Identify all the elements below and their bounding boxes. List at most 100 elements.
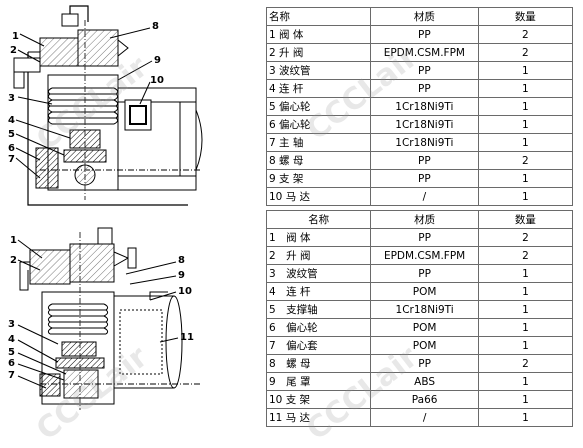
table-header-cell: 数量 (477, 7, 574, 26)
top-pump-drawing (13, 5, 203, 206)
callout-bottom-10: 10 (178, 286, 192, 297)
callout-top-7: 7 (8, 154, 15, 165)
material-cell: EPDM.CSM.FPM (370, 246, 479, 265)
material-cell: PP (370, 61, 479, 80)
material-cell: PP (370, 264, 479, 283)
callout-bottom-6: 6 (8, 358, 15, 369)
quantity-cell: 2 (477, 246, 574, 265)
table-row: 10 马 达/1 (265, 187, 574, 206)
quantity-cell: 1 (477, 372, 574, 391)
quantity-cell: 1 (477, 169, 574, 188)
quantity-cell: 1 (477, 61, 574, 80)
callout-bottom-2: 2 (10, 255, 17, 266)
part-name-cell: 3 波纹管 (265, 264, 372, 283)
material-cell: PP (370, 169, 479, 188)
part-name-cell: 3 波纹管 (265, 61, 372, 80)
quantity-cell: 2 (477, 25, 574, 44)
table-header-cell: 数量 (477, 210, 574, 229)
material-cell: / (370, 187, 479, 206)
quantity-cell: 1 (477, 318, 574, 337)
quantity-cell: 1 (477, 390, 574, 409)
part-name-cell: 5 支撑轴 (265, 300, 372, 319)
callout-top-5: 5 (8, 129, 15, 140)
table-header-cell: 材质 (370, 210, 479, 229)
part-name-cell: 11 马 达 (265, 408, 372, 427)
callout-bottom-9: 9 (178, 270, 185, 281)
material-cell: / (370, 408, 479, 427)
material-cell: PP (370, 25, 479, 44)
material-cell: 1Cr18Ni9Ti (370, 133, 479, 152)
callout-top-9: 9 (154, 55, 161, 66)
quantity-cell: 1 (477, 408, 574, 427)
part-name-cell: 4 连 杆 (265, 79, 372, 98)
material-cell: PP (370, 354, 479, 373)
part-name-cell: 9 尾 罩 (265, 372, 372, 391)
callout-bottom-5: 5 (8, 347, 15, 358)
material-cell: Pa66 (370, 390, 479, 409)
quantity-cell: 1 (477, 264, 574, 283)
quantity-cell: 1 (477, 187, 574, 206)
quantity-cell: 2 (477, 228, 574, 247)
table-header-row: 名称材质数量 (265, 7, 574, 26)
part-name-cell: 9 支 架 (265, 169, 372, 188)
callout-top-8: 8 (152, 21, 159, 32)
quantity-cell: 1 (477, 97, 574, 116)
bottom-pump-drawing (17, 227, 200, 410)
part-name-cell: 1 阀 体 (265, 228, 372, 247)
material-cell: POM (370, 318, 479, 337)
bellows-top (47, 87, 119, 125)
part-name-cell: 10 支 架 (265, 390, 372, 409)
quantity-cell: 1 (477, 336, 574, 355)
material-cell: 1Cr18Ni9Ti (370, 115, 479, 134)
callout-top-4: 4 (8, 115, 15, 126)
part-name-cell: 1 阀 体 (265, 25, 372, 44)
material-cell: PP (370, 228, 479, 247)
part-name-cell: 7 偏心套 (265, 336, 372, 355)
part-name-cell: 6 偏心轮 (265, 318, 372, 337)
material-cell: ABS (370, 372, 479, 391)
quantity-cell: 2 (477, 354, 574, 373)
callout-top-2: 2 (10, 45, 17, 56)
callout-bottom-7: 7 (8, 370, 15, 381)
pump-diagrams: 1 2 3 4 5 6 7 8 9 10 1 2 8 9 10 11 3 4 5… (0, 0, 262, 436)
bellows-bottom (47, 303, 109, 335)
quantity-cell: 1 (477, 115, 574, 134)
table-row: 11 马 达/1 (265, 408, 574, 427)
quantity-cell: 1 (477, 79, 574, 98)
quantity-cell: 1 (477, 282, 574, 301)
part-name-cell: 6 偏心轮 (265, 115, 372, 134)
callout-bottom-1: 1 (10, 235, 17, 246)
quantity-cell: 2 (477, 43, 574, 62)
material-cell: EPDM.CSM.FPM (370, 43, 479, 62)
material-cell: PP (370, 151, 479, 170)
table-header-row: 名称材质数量 (265, 210, 574, 229)
table-header-cell: 名称 (265, 210, 372, 229)
part-name-cell: 8 螺 母 (265, 354, 372, 373)
table-header-cell: 材质 (370, 7, 479, 26)
quantity-cell: 1 (477, 133, 574, 152)
part-name-cell: 8 螺 母 (265, 151, 372, 170)
material-cell: PP (370, 79, 479, 98)
pump-cross-section-drawings (13, 5, 203, 410)
quantity-cell: 2 (477, 151, 574, 170)
part-name-cell: 7 主 轴 (265, 133, 372, 152)
callout-top-6: 6 (8, 143, 15, 154)
